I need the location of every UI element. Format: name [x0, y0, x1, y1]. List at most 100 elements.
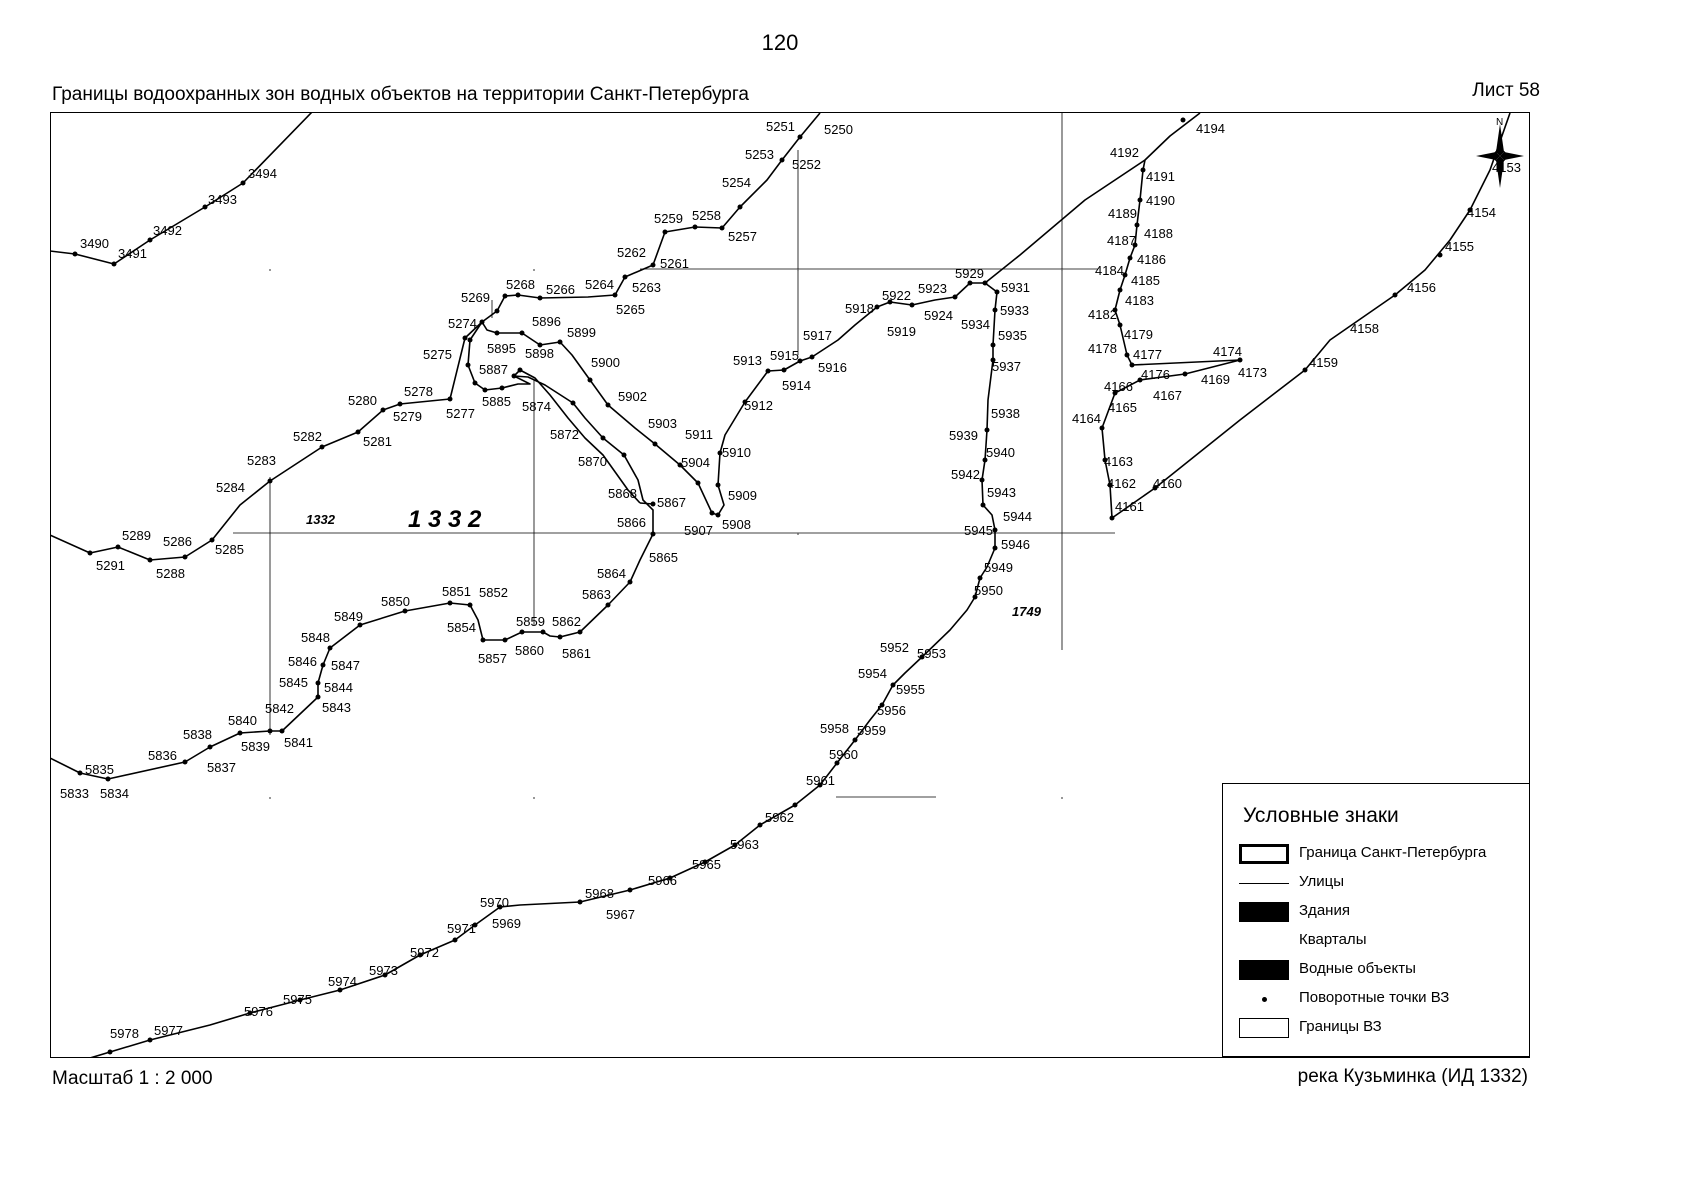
turning-point-label-5269: 5269 — [461, 290, 490, 305]
legend-label: Водные объекты — [1299, 960, 1416, 977]
legend-label: Улицы — [1299, 873, 1345, 890]
turning-point-label-5913: 5913 — [733, 353, 762, 368]
turning-point-label-5944: 5944 — [1003, 509, 1032, 524]
turning-point-label-5261: 5261 — [660, 256, 689, 271]
turning-point-label-5895: 5895 — [487, 341, 516, 356]
turning-point-label-5266: 5266 — [546, 282, 575, 297]
turning-point-label-5972: 5972 — [410, 945, 439, 960]
turning-point-label-5946: 5946 — [1001, 537, 1030, 552]
turning-point-label-5835: 5835 — [85, 762, 114, 777]
turning-point-label-5976: 5976 — [244, 1004, 273, 1019]
turning-point-label-5956: 5956 — [877, 703, 906, 718]
turning-point-label-4191: 4191 — [1146, 169, 1175, 184]
turning-point-label-5837: 5837 — [207, 760, 236, 775]
page-number: 120 — [761, 30, 799, 55]
turning-point-label-5846: 5846 — [288, 654, 317, 669]
turning-point-label-5860: 5860 — [515, 643, 544, 658]
turning-point-label-5935: 5935 — [998, 328, 1027, 343]
turning-point-label-4183: 4183 — [1125, 293, 1154, 308]
turning-point-label-4182: 4182 — [1088, 307, 1117, 322]
turning-point-label-5974: 5974 — [328, 974, 357, 989]
turning-point-label-4176: 4176 — [1141, 367, 1170, 382]
turning-point-label-4154: 4154 — [1467, 205, 1496, 220]
dot-icon — [1262, 997, 1267, 1002]
turning-point-label-5966: 5966 — [648, 873, 677, 888]
turning-point-label-5862: 5862 — [552, 614, 581, 629]
turning-point-label-5870: 5870 — [578, 454, 607, 469]
turning-point-label-5963: 5963 — [730, 837, 759, 852]
turning-point-label-5278: 5278 — [404, 384, 433, 399]
turning-point-label-4166: 4166 — [1104, 379, 1133, 394]
turning-point-label-5263: 5263 — [632, 280, 661, 295]
turning-point-label-5283: 5283 — [247, 453, 276, 468]
turning-point-label-5274: 5274 — [448, 316, 477, 331]
turning-point-label-5967: 5967 — [606, 907, 635, 922]
turning-point-label-5861: 5861 — [562, 646, 591, 661]
turning-point-label-5284: 5284 — [216, 480, 245, 495]
turning-point-label-5841: 5841 — [284, 735, 313, 750]
turning-point-label-5833: 5833 — [60, 786, 89, 801]
turning-point-label-5834: 5834 — [100, 786, 129, 801]
turning-point-label-5291: 5291 — [96, 558, 125, 573]
turning-point-label-4174: 4174 — [1213, 344, 1242, 359]
turning-point-label-4194: 4194 — [1196, 121, 1225, 136]
turning-point-label-4189: 4189 — [1108, 206, 1137, 221]
turning-point-label-5908: 5908 — [722, 517, 751, 532]
turning-point-label-4159: 4159 — [1309, 355, 1338, 370]
turning-point-label-5868: 5868 — [608, 486, 637, 501]
legend-label: Здания — [1299, 902, 1350, 919]
turning-point-label-5919: 5919 — [887, 324, 916, 339]
turning-point-label-5918: 5918 — [845, 301, 874, 316]
turning-points — [72, 117, 1473, 1055]
turning-point-label-5977: 5977 — [154, 1023, 183, 1038]
area-label-1332: 1332 — [306, 512, 336, 527]
turning-point-label-5950: 5950 — [974, 583, 1003, 598]
turning-point-label-5844: 5844 — [324, 680, 353, 695]
turning-point-label-5945: 5945 — [964, 523, 993, 538]
turning-point-label-3490: 3490 — [80, 236, 109, 251]
turning-point-label-5922: 5922 — [882, 288, 911, 303]
turning-point-label-5259: 5259 — [654, 211, 683, 226]
turning-point-label-4188: 4188 — [1144, 226, 1173, 241]
turning-point-label-5899: 5899 — [567, 325, 596, 340]
legend-label: Границы ВЗ — [1299, 1018, 1382, 1035]
turning-point-label-5251: 5251 — [766, 119, 795, 134]
turning-point-label-5257: 5257 — [728, 229, 757, 244]
turning-point-label-4165: 4165 — [1108, 400, 1137, 415]
turning-point-label-5958: 5958 — [820, 721, 849, 736]
turning-point-label-5250: 5250 — [824, 122, 853, 137]
turning-point-label-5971: 5971 — [447, 921, 476, 936]
point-labels: 3490349134923493349452505251525252535254… — [60, 119, 1521, 1041]
compass-north-label: N — [1496, 117, 1503, 128]
turning-point-label-5931: 5931 — [1001, 280, 1030, 295]
turning-point-label-5843: 5843 — [322, 700, 351, 715]
turning-point-label-5281: 5281 — [363, 434, 392, 449]
boundary-5929 — [984, 113, 1201, 284]
legend-item-spb-border: Граница Санкт-Петербурга — [1239, 842, 1524, 864]
legend-symbol-dot — [1239, 989, 1289, 1009]
legend-label: Поворотные точки ВЗ — [1299, 989, 1450, 1006]
turning-point-label-4162: 4162 — [1107, 476, 1136, 491]
turning-point-label-5866: 5866 — [617, 515, 646, 530]
legend-label: Кварталы — [1299, 931, 1367, 948]
turning-point-label-5940: 5940 — [986, 445, 1015, 460]
turning-point-label-5840: 5840 — [228, 713, 257, 728]
turning-point-label-5968: 5968 — [585, 886, 614, 901]
compass-rose-icon: N — [1476, 117, 1524, 188]
turning-point-label-5280: 5280 — [348, 393, 377, 408]
turning-point-label-5923: 5923 — [918, 281, 947, 296]
turning-point-label-5949: 5949 — [984, 560, 1013, 575]
turning-point-label-3493: 3493 — [208, 192, 237, 207]
turning-point-label-5265: 5265 — [616, 302, 645, 317]
turning-point-label-5874: 5874 — [522, 399, 551, 414]
turning-point-label-5960: 5960 — [829, 747, 858, 762]
turning-point-label-5842: 5842 — [265, 701, 294, 716]
turning-point-label-5909: 5909 — [728, 488, 757, 503]
turning-point-label-5939: 5939 — [949, 428, 978, 443]
turning-point-label-4156: 4156 — [1407, 280, 1436, 295]
turning-point-label-5933: 5933 — [1000, 303, 1029, 318]
turning-point-label-5872: 5872 — [550, 427, 579, 442]
turning-point-label-5286: 5286 — [163, 534, 192, 549]
turning-point-label-5975: 5975 — [283, 992, 312, 1007]
turning-point-label-5965: 5965 — [692, 857, 721, 872]
